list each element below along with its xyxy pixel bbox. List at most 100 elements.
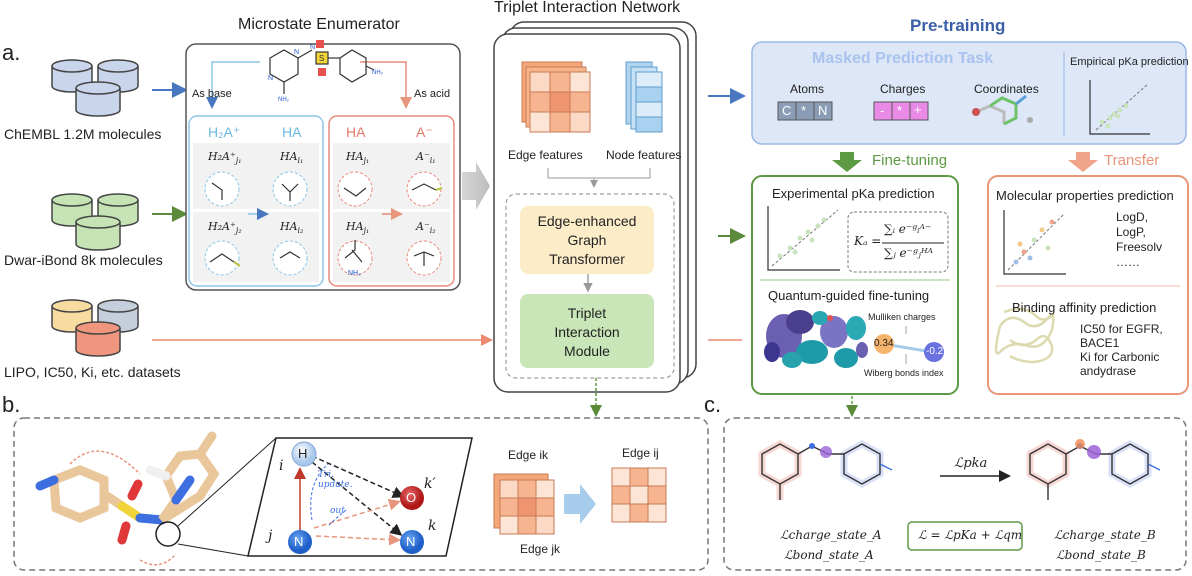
- charge-value-neg: -0.2: [926, 346, 944, 357]
- stick-molecule-3d: [35, 431, 220, 545]
- masked-task-title: Masked Prediction Task: [812, 50, 994, 67]
- panel-c-box: [723, 417, 1187, 571]
- molprops-list: LogD, LogP, Freesolv ……: [1116, 210, 1163, 269]
- edge-feature-matrix: [521, 61, 591, 133]
- svg-text:NH₂: NH₂: [278, 97, 290, 103]
- svg-text:N: N: [268, 75, 273, 82]
- node-j-label: j: [268, 528, 273, 544]
- state-h2a-j2: H₂A⁺j₂: [208, 220, 242, 236]
- zoom-circle: [155, 521, 181, 547]
- svg-text:N: N: [294, 49, 299, 56]
- charge-token-neg: -: [880, 103, 885, 118]
- finetuning-arrow: [832, 152, 862, 172]
- tim-block: [520, 294, 654, 368]
- molecule-state-b: [1026, 439, 1161, 500]
- negative-charge-node: [924, 342, 944, 362]
- panel-label-a: a.: [2, 40, 21, 65]
- a-acid-header: A⁻: [416, 124, 433, 140]
- state-ha-i2: HAi₂: [280, 220, 304, 236]
- charge-value-pos: 0.34: [874, 338, 894, 349]
- dwar-label: Dwar-iBond 8k molecules: [4, 252, 163, 268]
- node-h: [291, 441, 317, 467]
- formula-lhs: Kₐ =: [854, 234, 882, 248]
- svg-text:NH₂: NH₂: [372, 70, 384, 76]
- chembl-label: ChEMBL 1.2M molecules: [4, 126, 162, 142]
- node-feature-matrix: [625, 61, 663, 133]
- tim-label: Triplet Interaction Module: [554, 305, 620, 359]
- bond-state-b-label: ℒbond_state_B: [1056, 548, 1146, 562]
- update-arrow: [564, 484, 596, 524]
- state-ha-j1b: HAj₁: [346, 220, 370, 236]
- atom-n-k-label: N: [406, 534, 416, 549]
- network-title: Triplet Interaction Network: [494, 0, 681, 16]
- formula-denominator: ∑ⱼ e⁻ᵍⱼᴴᴬ: [884, 246, 934, 260]
- state-a-i1: A⁻i₁: [416, 150, 436, 166]
- svg-text:N: N: [310, 44, 315, 51]
- sulfonamide-molecule: N N N S NH₂ NH₂: [268, 40, 384, 103]
- edge-ij-label: Edge ij: [622, 446, 659, 460]
- charge-token-mask: *: [897, 103, 903, 118]
- node-n-j: [288, 530, 312, 554]
- enumerator-title: Microstate Enumerator: [238, 16, 400, 33]
- formula-numerator: ∑ᵢ e⁻ᵍᵢᴬ⁻: [884, 222, 932, 236]
- state-a-i2: A⁻i₂: [416, 220, 436, 236]
- dwar-database-icon: [51, 193, 139, 251]
- egt-label: Edge-enhanced Graph Transformer: [537, 213, 637, 267]
- as-base-label: As base: [192, 88, 232, 100]
- orbital-visualization: [764, 310, 868, 368]
- binding-title: Binding affinity prediction: [1012, 300, 1157, 315]
- atoms-label: Atoms: [790, 82, 825, 96]
- positive-charge-node: [874, 334, 894, 354]
- finetuning-box: [751, 175, 959, 395]
- panel-label-b: b.: [2, 392, 21, 417]
- atom-token-mask: *: [801, 103, 807, 118]
- experimental-pka-scatter: [767, 206, 840, 271]
- node-features-label: Node features: [606, 148, 682, 162]
- enumerator-to-network-arrow: [462, 162, 490, 210]
- atom-token-c: C: [782, 103, 792, 118]
- state-ha-j1: HAj₁: [346, 150, 370, 166]
- charge-token-pos: +: [914, 102, 922, 117]
- node-n-k: [400, 530, 424, 554]
- pretraining-title: Pre-training: [910, 16, 1006, 35]
- experimental-title: Experimental pKa prediction: [772, 186, 935, 201]
- atom-token-n: N: [818, 103, 828, 118]
- molecule-state-a: [758, 439, 893, 500]
- atom-o-label: O: [406, 490, 417, 505]
- ha-acid-header: HA: [346, 124, 366, 140]
- nh2-label: NH₂: [348, 270, 361, 277]
- h2a-header: H₂A⁺: [208, 124, 241, 140]
- edge-features-label: Edge features: [508, 148, 583, 162]
- molprops-title: Molecular properties prediction: [996, 188, 1174, 203]
- lipo-database-icon: [51, 299, 139, 357]
- finetuning-label: Fine-tuning: [872, 152, 948, 169]
- edge-ij-matrix: [611, 467, 667, 523]
- chembl-database-icon: [51, 59, 139, 117]
- charge-state-a-label: ℒcharge_state_A: [780, 528, 882, 542]
- empirical-pka-scatter: [1089, 80, 1150, 135]
- total-loss-box: [907, 521, 1023, 551]
- state-h2a-j1: H₂A⁺j₁: [208, 150, 242, 166]
- protein-structure: [994, 307, 1055, 364]
- coordinates-label: Coordinates: [974, 82, 1039, 96]
- out-label: out: [330, 506, 345, 516]
- quantum-title: Quantum-guided fine-tuning: [768, 288, 930, 303]
- wiberg-label: Wiberg bonds index: [864, 368, 944, 378]
- panel-label-c: c.: [704, 392, 722, 417]
- node-kprime-label: k′: [424, 476, 436, 492]
- empirical-label: Empirical pKa prediction: [1070, 56, 1189, 68]
- molprops-scatter: [1003, 210, 1066, 275]
- node-o: [400, 486, 424, 510]
- node-i-label: i: [279, 458, 284, 474]
- as-acid-label: As acid: [414, 88, 451, 100]
- ha-base-header: HA: [282, 124, 302, 140]
- lipo-label: LIPO, IC50, Ki, etc. datasets: [4, 364, 181, 380]
- egt-block: [520, 206, 654, 274]
- atom-h-label: H: [298, 446, 308, 461]
- bond-state-a-label: ℒbond_state_A: [784, 548, 874, 562]
- transfer-label: Transfer: [1104, 152, 1160, 169]
- coordinates-molecule-icon: [972, 94, 1033, 126]
- edge-ik-label: Edge ik: [508, 448, 549, 462]
- tri-update-label: Tri. update.: [318, 470, 353, 490]
